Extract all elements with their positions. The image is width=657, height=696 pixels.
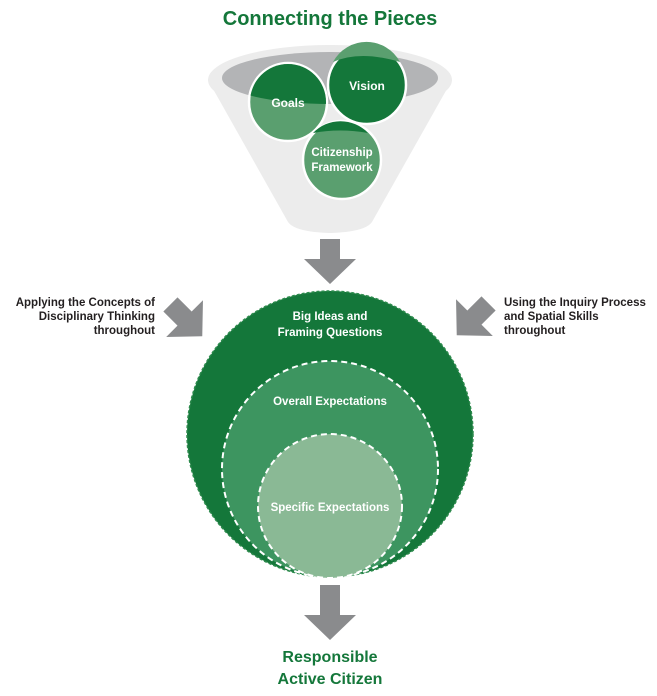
outcome-label: Responsible Active Citizen xyxy=(278,649,383,688)
down-arrow-icon xyxy=(304,239,356,284)
bottom-down-arrow-icon xyxy=(304,585,356,640)
right-note: Using the Inquiry Process and Spatial Sk… xyxy=(504,297,646,337)
goals-circle: Goals xyxy=(247,61,329,143)
svg-text:and Spatial Skills: and Spatial Skills xyxy=(504,311,599,323)
framing-questions-label: Framing Questions xyxy=(278,327,383,339)
big-ideas-label: Big Ideas and xyxy=(293,311,368,323)
svg-text:throughout: throughout xyxy=(94,325,155,337)
svg-text:throughout: throughout xyxy=(504,325,565,337)
citizenship-framework-circle: Citizenship Framework xyxy=(301,119,383,201)
diagonal-arrow-left-icon xyxy=(152,286,221,355)
left-note: Applying the Concepts of Disciplinary Th… xyxy=(16,297,155,337)
svg-text:Using the Inquiry Process: Using the Inquiry Process xyxy=(504,297,646,309)
diagonal-arrow-right-icon xyxy=(438,285,507,354)
specific-expectations-label: Specific Expectations xyxy=(271,502,390,514)
overall-expectations-label: Overall Expectations xyxy=(273,396,387,408)
framework-label: Framework xyxy=(311,162,373,174)
svg-text:Applying the Concepts of: Applying the Concepts of xyxy=(16,297,155,309)
vision-circle: Vision xyxy=(326,41,408,126)
diagram-title: Connecting the Pieces xyxy=(223,8,438,30)
citizenship-label: Citizenship xyxy=(311,147,372,159)
goals-label: Goals xyxy=(271,96,305,110)
svg-text:Disciplinary Thinking: Disciplinary Thinking xyxy=(39,311,155,323)
vision-label: Vision xyxy=(349,79,385,93)
inner-circle: Specific Expectations xyxy=(257,433,403,579)
svg-text:Responsible: Responsible xyxy=(282,649,377,666)
svg-text:Active Citizen: Active Citizen xyxy=(278,671,383,688)
